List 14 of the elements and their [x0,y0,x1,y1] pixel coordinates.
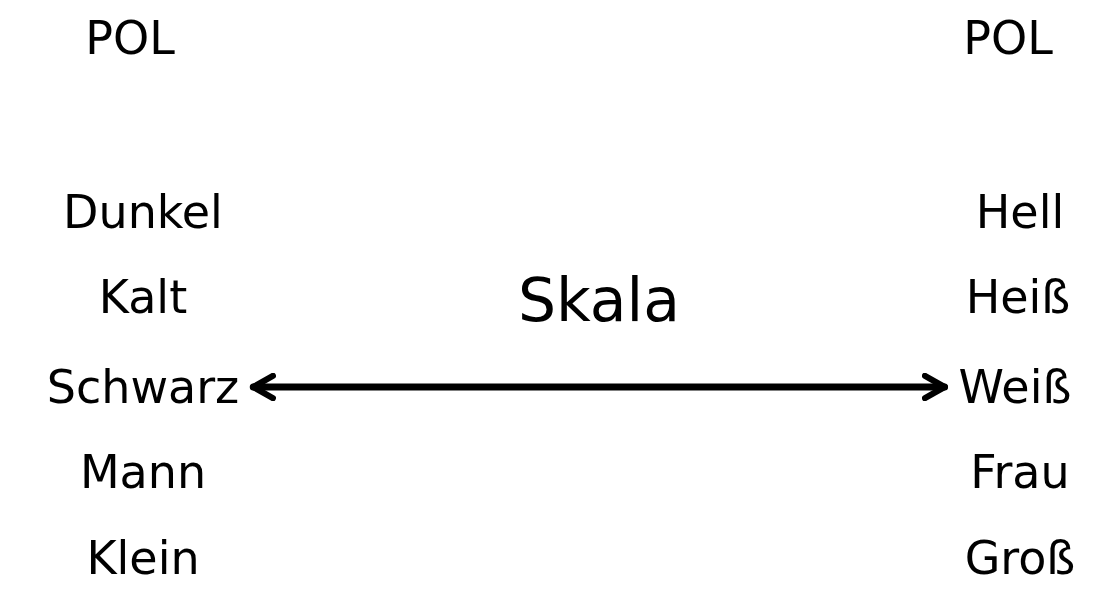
edge-label: Skala [517,267,680,333]
pole-heading: POL [963,12,1053,64]
scale-term: Dunkel [63,186,223,238]
scale-term: Mann [79,446,207,498]
scale-term: Frau [970,446,1070,498]
scale-term: Kalt [98,271,188,323]
pole-heading: POL [85,12,175,64]
scale-term: Schwarz [46,361,240,413]
double-headed-arrow [249,372,949,402]
scale-term: Heiß [965,271,1071,323]
scale-term: Groß [964,532,1076,584]
scale-term: Hell [975,186,1065,238]
scale-term: Klein [86,532,200,584]
scale-term: Weiß [958,361,1072,413]
